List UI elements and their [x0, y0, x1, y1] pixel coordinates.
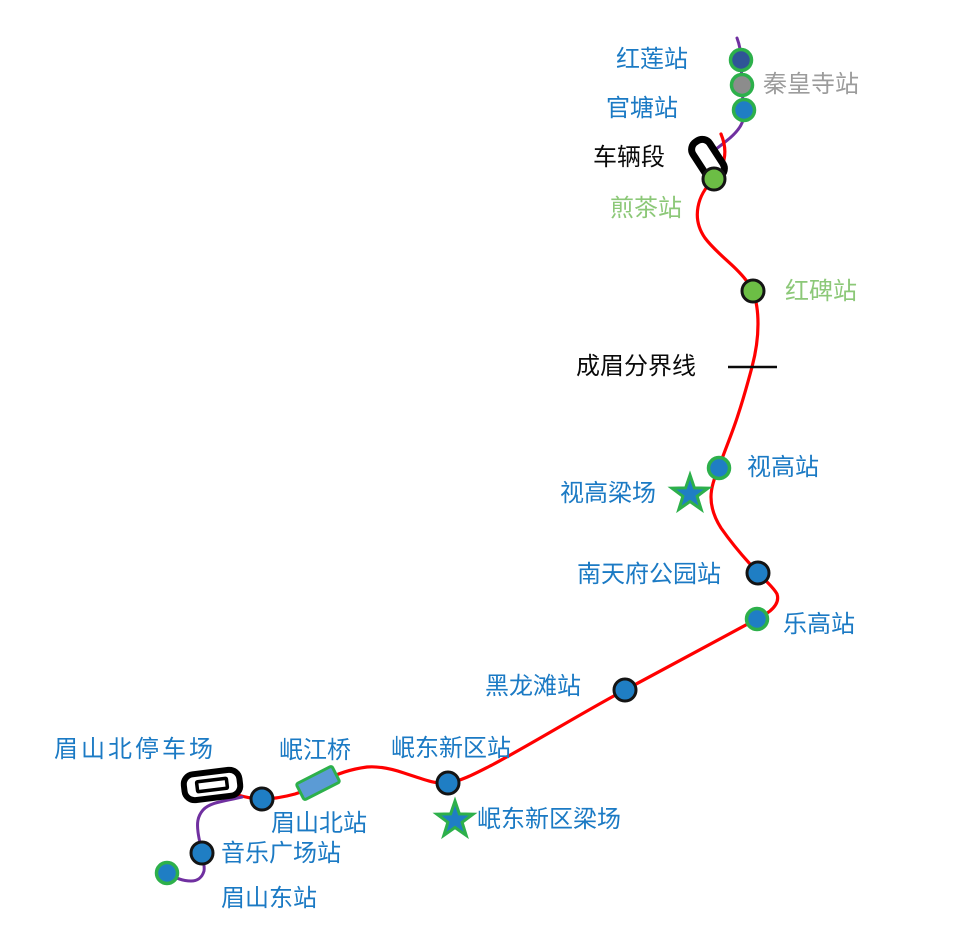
station-label-heilongtan: 黑龙滩站: [485, 673, 581, 700]
facility-label-meishan-north-parking: 眉山北停车场: [54, 736, 216, 763]
station-label-meishan-north: 眉山北站: [271, 810, 367, 837]
station-label-legao: 乐高站: [783, 611, 855, 638]
station-label-mindong-new-district: 岷东新区站: [391, 735, 511, 762]
station-label-hongbei: 红碑站: [785, 278, 857, 305]
station-label-shigao: 视高站: [747, 454, 819, 481]
station-label-nantianfu-park: 南天府公园站: [577, 561, 721, 588]
station-dot-legao: [744, 606, 770, 632]
station-dot-heilongtan: [612, 677, 638, 703]
mindong-beam-yard-star-icon: [432, 796, 478, 840]
facility-label-mindong-beam-yard: 岷东新区梁场: [477, 806, 621, 833]
station-dot-meishan-east: [154, 860, 180, 886]
station-dot-nantianfu-park: [745, 560, 771, 586]
facility-label-shigao-beam-yard: 视高梁场: [560, 480, 656, 507]
station-dot-shigao: [706, 455, 732, 481]
shigao-beam-yard-star-icon: [667, 470, 713, 514]
branch-line-bottom: [166, 795, 244, 883]
station-dot-meishan-north: [249, 786, 275, 812]
station-label-meishan-east: 眉山东站: [221, 885, 317, 912]
station-label-jiancha: 煎茶站: [610, 195, 682, 222]
bridge-icon: [295, 765, 341, 801]
facility-label-depot: 车辆段: [593, 144, 665, 171]
station-label-honglian: 红莲站: [616, 46, 688, 73]
station-dot-hongbei: [740, 278, 766, 304]
station-dot-qinhuangsi: [729, 72, 755, 98]
main-line: [226, 132, 780, 801]
facility-label-boundary-line: 成眉分界线: [576, 353, 696, 380]
station-dot-jiancha: [701, 166, 727, 192]
station-dot-music-plaza: [189, 840, 215, 866]
station-label-guantang: 官塘站: [606, 95, 678, 122]
facility-label-minjiang-bridge: 岷江桥: [279, 737, 351, 764]
parking-lot-icon: [180, 766, 244, 804]
station-dot-mindong-new-district: [435, 770, 461, 796]
station-label-music-plaza: 音乐广场站: [221, 840, 341, 867]
station-dot-honglian: [728, 47, 754, 73]
station-label-qinhuangsi: 秦皇寺站: [763, 71, 859, 98]
station-dot-guantang: [731, 97, 757, 123]
